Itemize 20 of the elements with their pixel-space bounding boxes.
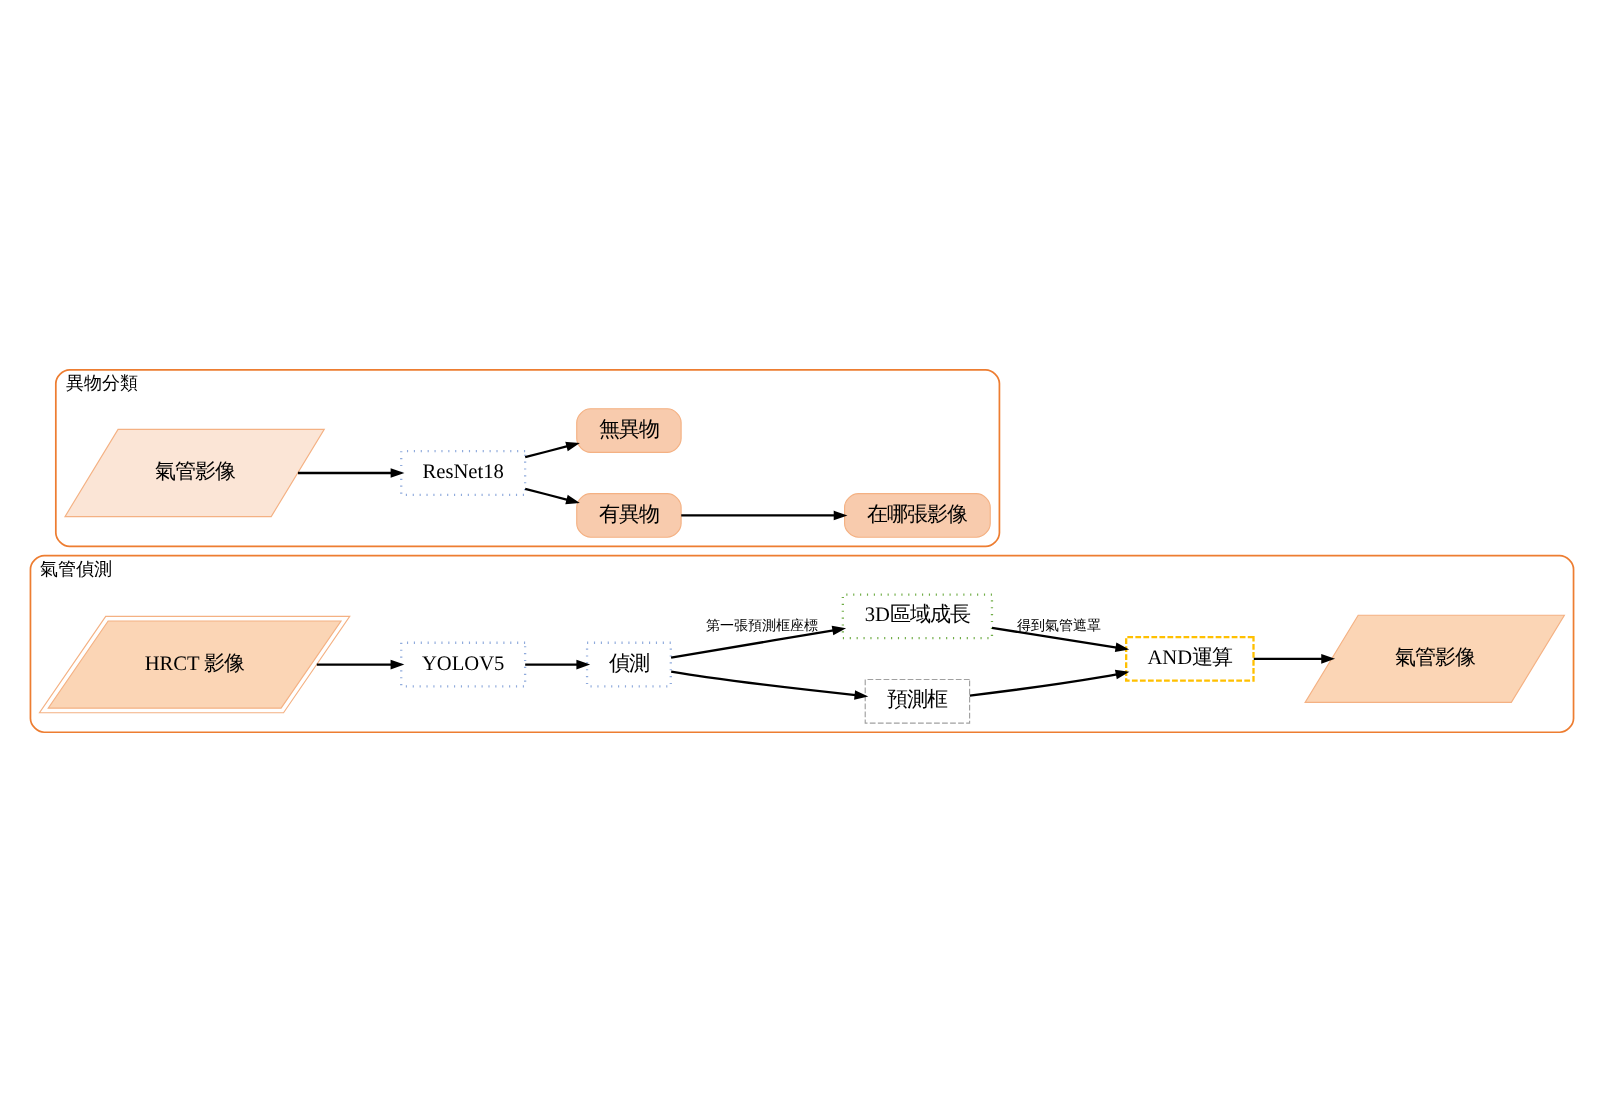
node-box: 3D區域成長: [841, 592, 994, 639]
arrow: [525, 658, 591, 669]
arrow: [681, 509, 848, 520]
arrow: [524, 440, 580, 458]
node-box: 在哪張影像: [844, 492, 991, 537]
node-box: ResNet18: [400, 449, 527, 495]
arrow: [316, 658, 405, 669]
arrow: [1253, 653, 1336, 663]
node-box: AND運算: [1125, 634, 1255, 681]
arrow: [991, 625, 1130, 652]
arrow: [670, 624, 847, 658]
node-box: YOLOV5: [400, 640, 527, 687]
node-box: 預測框: [864, 677, 971, 723]
arrow: [297, 467, 405, 477]
node-box: 偵測: [585, 640, 672, 687]
arrow: [969, 668, 1130, 696]
arrow: [671, 669, 869, 699]
arrow: [524, 486, 580, 504]
node-box: 無異物: [576, 407, 682, 452]
node-box: 有異物: [576, 492, 682, 537]
